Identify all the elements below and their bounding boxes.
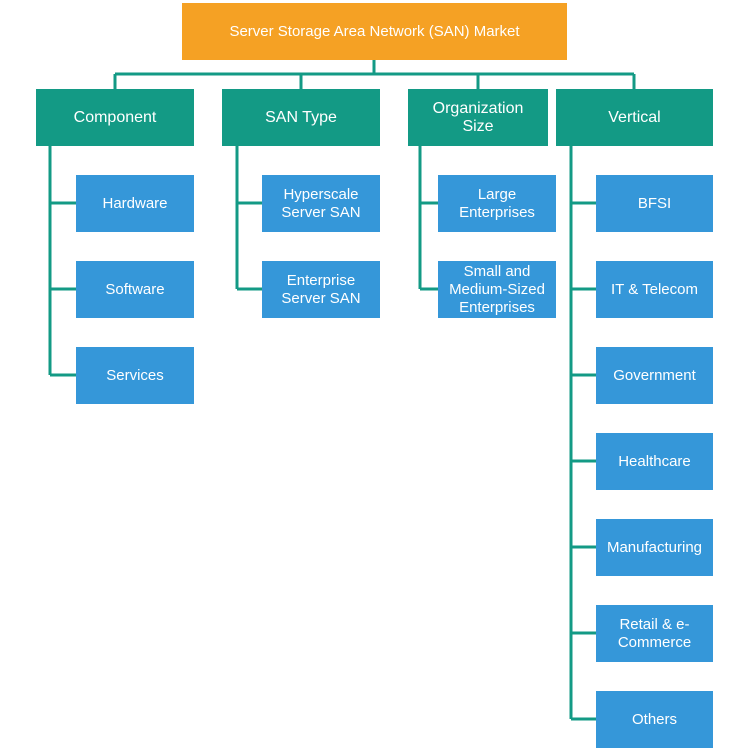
category-organization-size: Organization Size — [408, 89, 548, 146]
item-software: Software — [76, 261, 194, 318]
item-it-telecom: IT & Telecom — [596, 261, 713, 318]
item-healthcare: Healthcare — [596, 433, 713, 490]
category-component: Component — [36, 89, 194, 146]
item-large-enterprises: Large Enterprises — [438, 175, 556, 232]
category-san-type: SAN Type — [222, 89, 380, 146]
item-hardware: Hardware — [76, 175, 194, 232]
item-enterprise-server-san: Enterprise Server SAN — [262, 261, 380, 318]
item-hyperscale-server-san: Hyperscale Server SAN — [262, 175, 380, 232]
item-manufacturing: Manufacturing — [596, 519, 713, 576]
item-retail-ecommerce: Retail & e- Commerce — [596, 605, 713, 662]
item-government: Government — [596, 347, 713, 404]
item-others: Others — [596, 691, 713, 748]
item-bfsi: BFSI — [596, 175, 713, 232]
category-vertical: Vertical — [556, 89, 713, 146]
root-title: Server Storage Area Network (SAN) Market — [182, 3, 567, 60]
item-small-medium-enterprises: Small and Medium-Sized Enterprises — [438, 261, 556, 318]
item-services: Services — [76, 347, 194, 404]
